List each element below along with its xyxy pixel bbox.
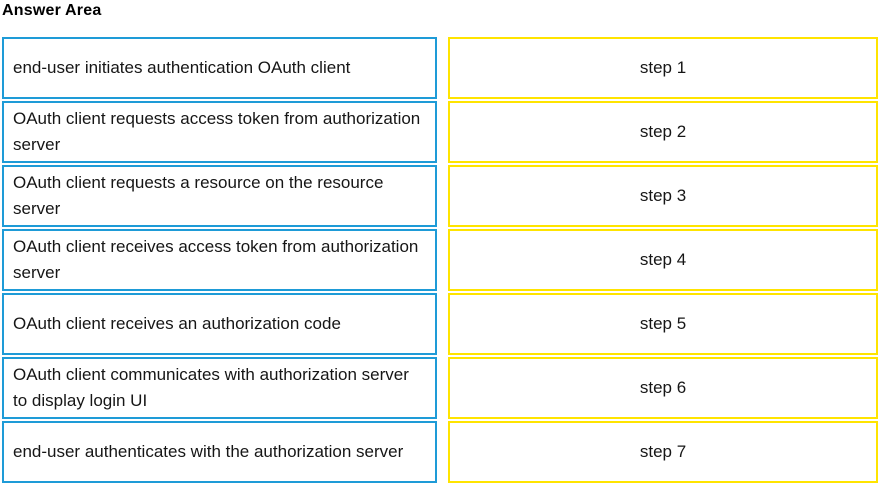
answer-row: OAuth client requests access token from … xyxy=(0,101,886,165)
answer-row: OAuth client communicates with authoriza… xyxy=(0,357,886,421)
drop-target-label: step 3 xyxy=(639,186,687,205)
answer-row: OAuth client receives an authorization c… xyxy=(0,293,886,357)
drag-item-label: OAuth client receives access token from … xyxy=(13,237,419,282)
drop-target-label: step 6 xyxy=(639,378,687,397)
drag-item-3[interactable]: OAuth client requests a resource on the … xyxy=(2,165,437,227)
drag-item-label: OAuth client requests access token from … xyxy=(13,109,421,154)
drag-item-1[interactable]: end-user initiates authentication OAuth … xyxy=(2,37,437,99)
drop-target-6[interactable]: step 6 xyxy=(448,357,878,419)
drop-target-label: step 2 xyxy=(639,122,687,141)
answer-row: OAuth client requests a resource on the … xyxy=(0,165,886,229)
drop-target-1[interactable]: step 1 xyxy=(448,37,878,99)
drag-item-label: OAuth client communicates with authoriza… xyxy=(13,365,409,410)
answer-row: end-user authenticates with the authoriz… xyxy=(0,421,886,485)
drop-target-label: step 4 xyxy=(639,250,687,269)
answer-row: OAuth client receives access token from … xyxy=(0,229,886,293)
answer-area-grid: end-user initiates authentication OAuth … xyxy=(0,37,886,483)
drop-target-4[interactable]: step 4 xyxy=(448,229,878,291)
drop-target-5[interactable]: step 5 xyxy=(448,293,878,355)
drop-target-label: step 7 xyxy=(639,442,687,461)
drag-item-6[interactable]: OAuth client communicates with authoriza… xyxy=(2,357,437,419)
drop-target-7[interactable]: step 7 xyxy=(448,421,878,483)
drop-target-label: step 5 xyxy=(639,314,687,333)
drag-item-label: OAuth client receives an authorization c… xyxy=(13,314,341,333)
drop-target-3[interactable]: step 3 xyxy=(448,165,878,227)
drag-item-4[interactable]: OAuth client receives access token from … xyxy=(2,229,437,291)
drop-target-label: step 1 xyxy=(639,58,687,77)
drag-item-label: end-user authenticates with the authoriz… xyxy=(13,442,404,461)
drag-item-5[interactable]: OAuth client receives an authorization c… xyxy=(2,293,437,355)
drag-item-label: OAuth client requests a resource on the … xyxy=(13,173,384,218)
drag-item-2[interactable]: OAuth client requests access token from … xyxy=(2,101,437,163)
drag-item-label: end-user initiates authentication OAuth … xyxy=(13,58,351,77)
answer-row: end-user initiates authentication OAuth … xyxy=(0,37,886,101)
page-title: Answer Area xyxy=(2,2,102,19)
drop-target-2[interactable]: step 2 xyxy=(448,101,878,163)
drag-item-7[interactable]: end-user authenticates with the authoriz… xyxy=(2,421,437,483)
